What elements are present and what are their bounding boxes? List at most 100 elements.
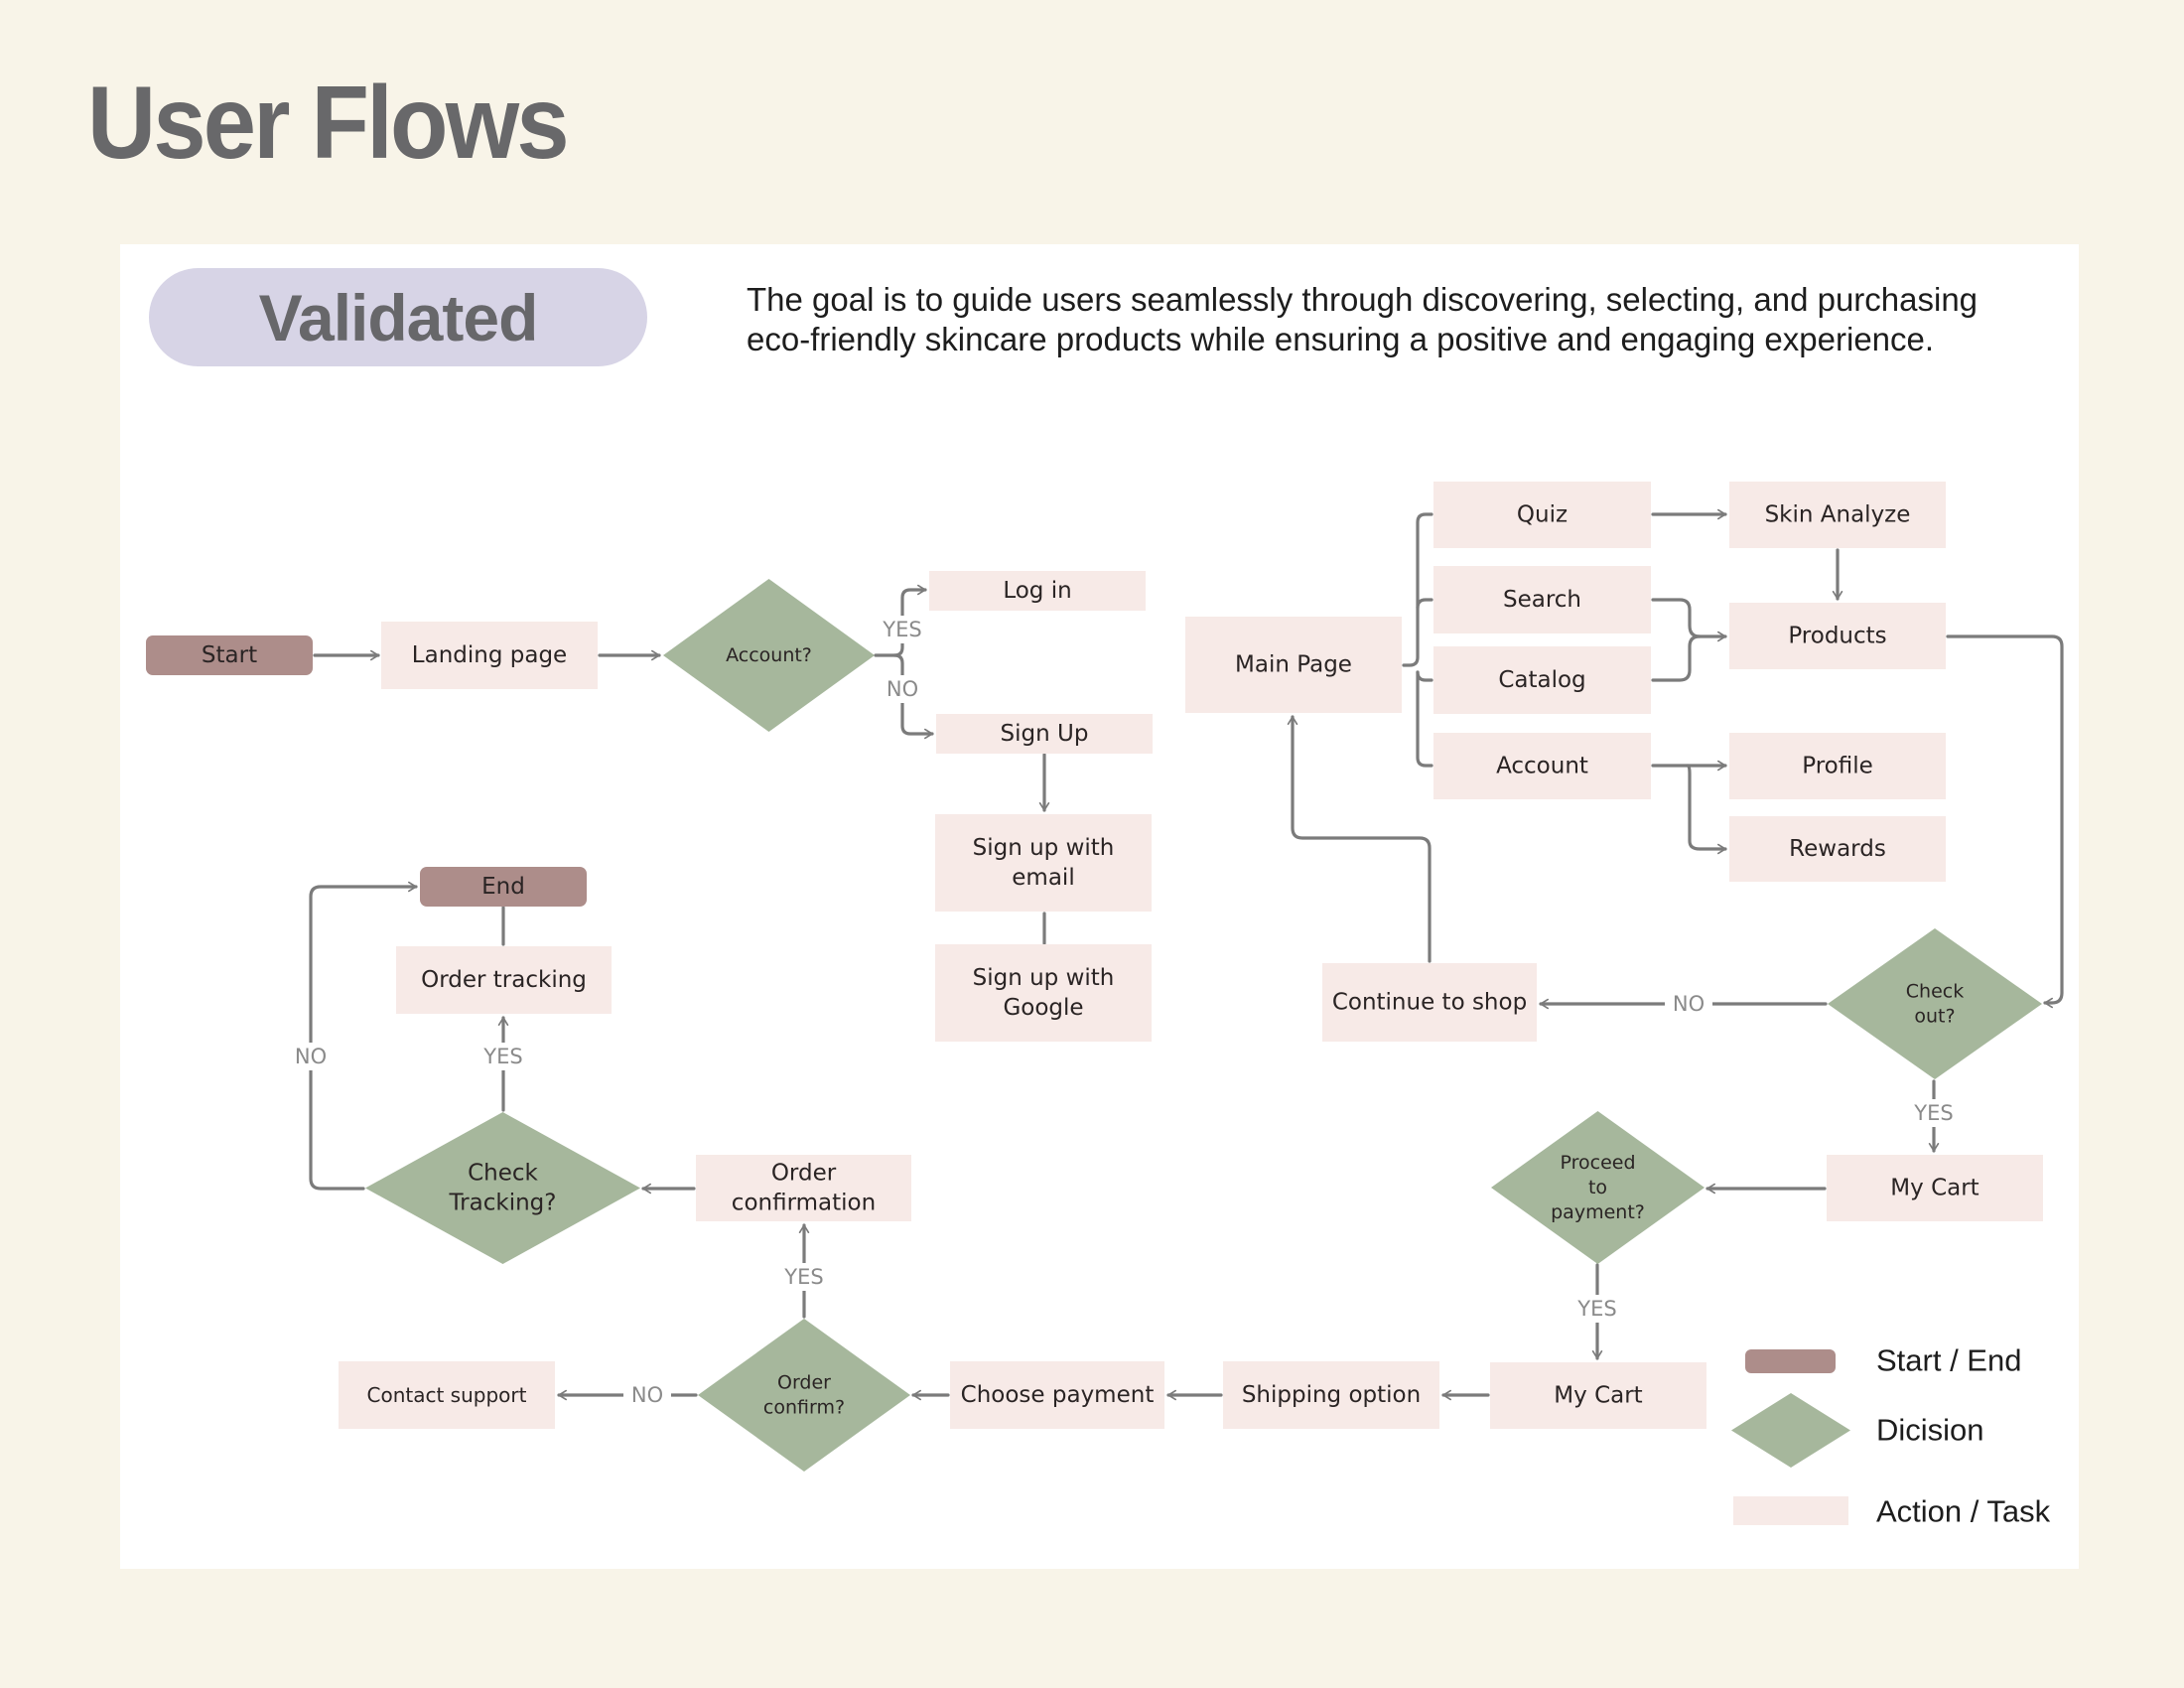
connector-check-tracking-q-to-end — [309, 881, 418, 1191]
action-box — [381, 622, 598, 689]
node-landing-page[interactable]: Landing page — [381, 622, 598, 689]
node-account[interactable]: Account — [1433, 733, 1651, 799]
node-main-page[interactable]: Main Page — [1185, 617, 1402, 713]
node-label: Order tracking — [421, 967, 587, 993]
branch-label-yes: YES — [882, 618, 921, 641]
node-order-tracking[interactable]: Order tracking — [396, 946, 612, 1014]
node-label: Shipping option — [1242, 1382, 1421, 1408]
node-label: Google — [1003, 995, 1083, 1021]
node-search[interactable]: Search — [1433, 566, 1651, 633]
decision-diamond — [698, 1319, 910, 1472]
action-box — [696, 1155, 911, 1221]
node-label: Choose payment — [961, 1382, 1155, 1408]
action-box — [1433, 482, 1651, 548]
node-label: Main Page — [1235, 652, 1352, 678]
node-order-confirmation[interactable]: Order confirmation — [696, 1155, 911, 1221]
node-check-out-q[interactable]: Check out? — [1828, 928, 2042, 1079]
node-label: Account — [1496, 754, 1588, 779]
action-box — [1729, 482, 1946, 548]
node-label: Skin Analyze — [1765, 502, 1911, 528]
node-skin-analyze[interactable]: Skin Analyze — [1729, 482, 1946, 548]
node-end[interactable]: End — [420, 867, 587, 907]
page-title: User Flows — [87, 66, 570, 181]
node-label: email — [1012, 865, 1074, 891]
node-start[interactable]: Start — [146, 635, 313, 675]
node-label: Sign up with — [973, 965, 1115, 991]
action-box — [1433, 733, 1651, 799]
node-label: End — [481, 874, 525, 900]
action-box — [935, 814, 1152, 912]
node-choose-payment[interactable]: Choose payment — [950, 1361, 1164, 1429]
node-label: Check — [1906, 980, 1964, 1002]
node-continue-shop[interactable]: Continue to shop — [1322, 963, 1537, 1042]
node-label: My Cart — [1554, 1383, 1642, 1409]
node-label: out? — [1914, 1006, 1955, 1028]
label-backdrop — [291, 1043, 331, 1070]
node-label: payment? — [1551, 1201, 1645, 1223]
decision-diamond — [365, 1112, 640, 1264]
label-backdrop — [1665, 990, 1712, 1018]
decision-diamond — [1491, 1111, 1705, 1264]
connector-main-page-to-search — [1416, 598, 1433, 610]
connector-account-q-to-sign-up — [892, 653, 934, 740]
action-box — [1433, 646, 1651, 714]
branch-label-yes: YES — [482, 1045, 522, 1068]
action-box — [935, 944, 1152, 1042]
node-label: to — [1588, 1177, 1607, 1198]
node-log-in[interactable]: Log in — [929, 571, 1146, 611]
branch-label-yes: YES — [1576, 1297, 1616, 1321]
node-shipping-option[interactable]: Shipping option — [1223, 1361, 1439, 1429]
action-box — [1322, 963, 1537, 1042]
connector-catalog-to-products — [1651, 634, 1702, 682]
decision-diamond — [1828, 928, 2042, 1079]
node-profile[interactable]: Profile — [1729, 733, 1946, 799]
node-label: Quiz — [1517, 502, 1568, 528]
label-backdrop — [623, 1381, 671, 1409]
node-my-cart-1[interactable]: My Cart — [1827, 1155, 2043, 1221]
node-label: Start — [202, 642, 257, 668]
node-label: Order — [771, 1160, 837, 1186]
legend-item-action: Action / Task — [1733, 1494, 2051, 1529]
node-label: confirm? — [763, 1397, 845, 1419]
action-box — [1433, 566, 1651, 633]
legend-label: Start / End — [1876, 1343, 2021, 1378]
description-line: eco-friendly skincare products while ens… — [747, 321, 1935, 357]
node-my-cart-2[interactable]: My Cart — [1490, 1362, 1706, 1429]
action-box — [936, 714, 1153, 754]
branch-label-no: NO — [295, 1045, 327, 1068]
action-box — [950, 1361, 1164, 1429]
node-products[interactable]: Products — [1729, 603, 1946, 669]
label-backdrop — [1914, 1099, 1954, 1127]
branch-label-yes: YES — [1913, 1101, 1953, 1125]
connectors — [309, 508, 2064, 1401]
legend-swatch-action — [1733, 1496, 1848, 1525]
action-box — [1729, 733, 1946, 799]
connector-main-page-to-catalog — [1416, 670, 1433, 682]
legend-item-start-end: Start / End — [1745, 1343, 2021, 1378]
action-box — [1729, 816, 1946, 882]
node-quiz[interactable]: Quiz — [1433, 482, 1651, 548]
action-box — [1490, 1362, 1706, 1429]
status-badge: Validated — [149, 268, 647, 366]
node-contact-support[interactable]: Contact support — [339, 1361, 555, 1429]
node-label: Catalog — [1498, 667, 1585, 693]
terminal-shape — [146, 635, 313, 675]
node-label: Sign up with — [973, 835, 1115, 861]
node-sign-up-email[interactable]: Sign up with email — [935, 814, 1152, 912]
node-label: Check — [468, 1160, 538, 1186]
node-rewards[interactable]: Rewards — [1729, 816, 1946, 882]
node-catalog[interactable]: Catalog — [1433, 646, 1651, 714]
node-label: Rewards — [1789, 836, 1886, 862]
decision-diamond — [663, 579, 875, 732]
node-sign-up[interactable]: Sign Up — [936, 714, 1153, 754]
node-account-q[interactable]: Account? — [663, 579, 875, 732]
node-label: confirmation — [732, 1191, 876, 1216]
connector-account-to-rewards — [1686, 764, 1727, 855]
branch-label-no: NO — [1673, 992, 1705, 1016]
